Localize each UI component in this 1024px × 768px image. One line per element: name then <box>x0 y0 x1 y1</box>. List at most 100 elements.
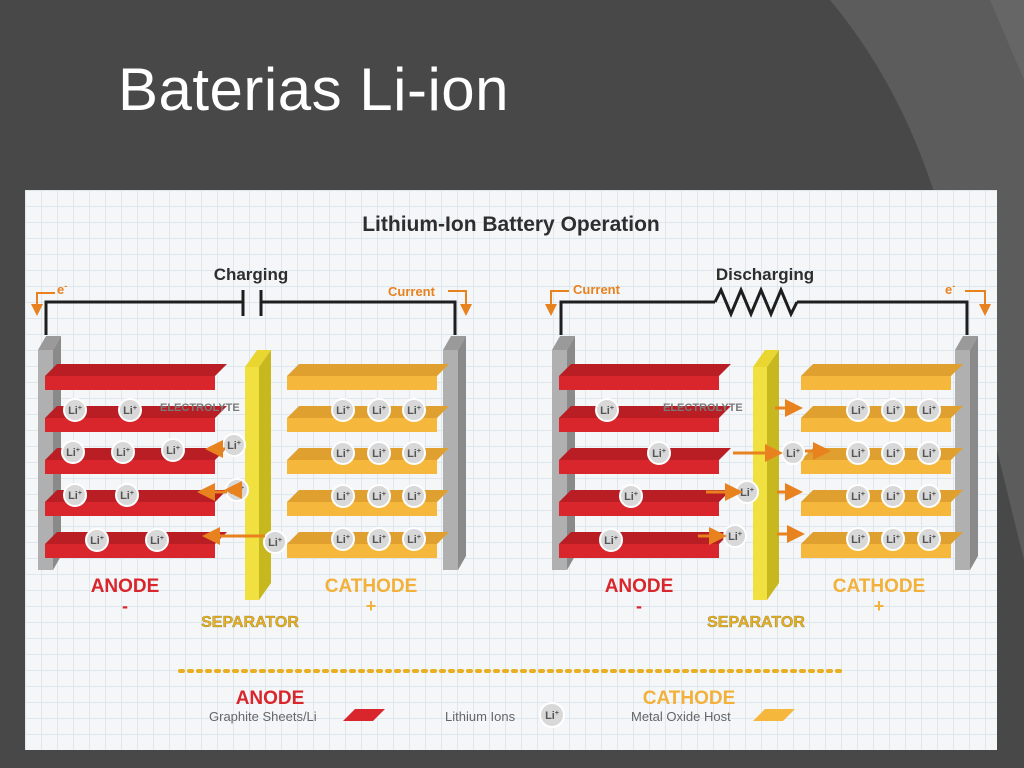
lithium-ion: Li+ <box>402 441 426 465</box>
lithium-ion: Li+ <box>723 524 747 548</box>
ion-text: Li+ <box>886 491 900 503</box>
charging-wire-left <box>44 300 243 335</box>
electron-sup: - <box>64 281 67 291</box>
charging-label: Charging <box>214 265 289 284</box>
lithium-ion: Li+ <box>331 484 355 508</box>
charging-ions: Li+ Li+ Li+ Li+ Li+ Li+ Li+ Li+ Li+ Li+ Li+ Li+ Li+ L… <box>61 398 426 554</box>
lithium-ion: Li+ <box>402 484 426 508</box>
lithium-ion: Li+ <box>917 441 941 465</box>
ion-text: Li+ <box>407 405 421 417</box>
lithium-ion: Li+ <box>735 480 759 504</box>
battery-diagram: Lithium-Ion Battery Operation Charging e… <box>31 213 991 728</box>
lithium-ion: Li+ <box>881 398 905 422</box>
ion-text: Li+ <box>407 534 421 546</box>
svg-text:e-: e- <box>945 281 955 297</box>
lithium-ion: Li+ <box>846 441 870 465</box>
ion-text: Li+ <box>886 405 900 417</box>
ion-text: Li+ <box>604 535 618 547</box>
lithium-ion: Li+ <box>331 398 355 422</box>
anode-sheets <box>559 364 731 558</box>
anode-sheet <box>559 448 731 474</box>
lithium-ion: Li+ <box>595 398 619 422</box>
lithium-ion: Li+ <box>63 398 87 422</box>
lithium-ion: Li+ <box>917 398 941 422</box>
legend-cathode-swatch <box>753 709 795 721</box>
ion-text: Li+ <box>336 405 350 417</box>
ion-text: Li+ <box>922 491 936 503</box>
charging-wire-right <box>261 300 457 335</box>
current-label: Current <box>388 284 436 299</box>
anode-sheet <box>559 364 731 390</box>
separator <box>245 350 271 600</box>
lithium-ion: Li+ <box>118 398 142 422</box>
lithium-ion: Li+ <box>61 440 85 464</box>
ion-text: Li+ <box>922 448 936 460</box>
lithium-ion: Li+ <box>846 527 870 551</box>
electron-flow-arrow: e- <box>945 281 991 316</box>
anode-sheet <box>45 364 227 390</box>
discharging-wire-right <box>797 300 969 335</box>
lithium-ion: Li+ <box>846 398 870 422</box>
ion-text: Li+ <box>166 445 180 457</box>
lithium-ion: Li+ <box>111 440 135 464</box>
anode-sign: - <box>636 596 642 616</box>
ion-text: Li+ <box>372 405 386 417</box>
ion-text: Li+ <box>123 405 137 417</box>
ion-text: Li+ <box>336 448 350 460</box>
anode-sign: - <box>122 596 128 616</box>
discharging-ions: Li+ Li+ Li+ Li+ Li+ Li+ Li+ Li+ Li+ Li+ Li+ Li+ Li+ L… <box>595 398 941 552</box>
background-swoosh <box>830 0 1024 560</box>
lithium-ion: Li+ <box>846 484 870 508</box>
lithium-ion: Li+ <box>402 398 426 422</box>
lithium-ion: Li+ <box>781 441 805 465</box>
lithium-ion: Li+ <box>222 433 246 457</box>
ion-text: Li+ <box>227 440 241 452</box>
ion-text: Li+ <box>116 447 130 459</box>
lithium-ion: Li+ <box>367 398 391 422</box>
legend-ions-label: Lithium Ions <box>445 709 516 724</box>
ion-text: Li+ <box>268 537 282 549</box>
legend-anode-title: ANODE <box>236 688 305 709</box>
cathode-collector <box>955 336 978 570</box>
lithium-ion: Li+ <box>145 528 169 552</box>
charging-cell: Charging e- Current <box>31 265 472 631</box>
ion-text: Li+ <box>372 491 386 503</box>
ion-text: Li+ <box>600 405 614 417</box>
legend-cathode-title: CATHODE <box>643 688 736 709</box>
lithium-ion: Li+ <box>367 527 391 551</box>
anode-label: ANODE <box>91 576 160 597</box>
ion-text: Li+ <box>120 490 134 502</box>
lithium-ion: Li+ <box>331 527 355 551</box>
ion-text: Li+ <box>851 448 865 460</box>
lithium-ion: Li+ <box>115 483 139 507</box>
cathode-label: CATHODE <box>325 576 418 597</box>
legend-ion-icon: Li+ <box>539 702 565 728</box>
current-flow-arrow: Current <box>545 282 621 316</box>
cathode-collector <box>443 336 466 570</box>
electron-label: e <box>945 282 952 297</box>
legend-anode-desc: Graphite Sheets/Li <box>209 709 317 724</box>
cathode-sheet <box>287 364 449 390</box>
slide-title: Baterias Li-ion <box>118 56 510 123</box>
ion-text: Li+ <box>624 491 638 503</box>
cathode-label: CATHODE <box>833 576 926 597</box>
ion-text: Li+ <box>652 448 666 460</box>
ion-label: Li <box>545 710 555 722</box>
ion-text: Li+ <box>68 490 82 502</box>
anode-sheet <box>45 532 227 558</box>
lithium-ion: Li+ <box>917 484 941 508</box>
cathode-sheets <box>287 364 449 558</box>
discharging-cell: Discharging Current e- <box>545 265 991 631</box>
ion-text: Li+ <box>336 534 350 546</box>
ion-text: Li+ <box>150 535 164 547</box>
svg-text:e-: e- <box>57 281 67 297</box>
electrolyte-label: ELECTROLYTE <box>663 402 743 414</box>
cathode-sheets <box>801 364 963 558</box>
ion-text: Li+ <box>90 535 104 547</box>
ion-text: Li+ <box>728 531 742 543</box>
lithium-ion: Li+ <box>881 484 905 508</box>
resistor-symbol <box>713 286 799 318</box>
background-corner-accent <box>990 0 1024 80</box>
electron-sup: - <box>952 281 955 291</box>
lithium-ion: Li+ <box>63 483 87 507</box>
